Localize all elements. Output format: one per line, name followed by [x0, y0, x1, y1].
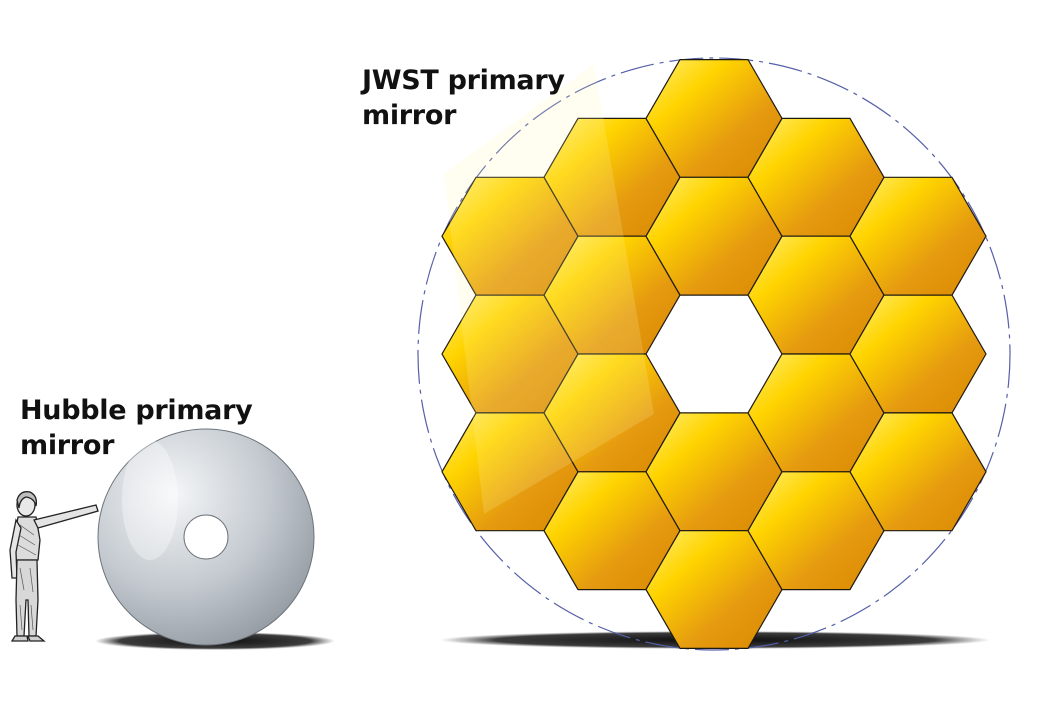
person-hair	[16, 491, 38, 509]
person-legs	[15, 559, 39, 637]
hubble-mirror-center-hole	[183, 514, 229, 560]
jwst-mirror-segment	[849, 412, 987, 532]
jwst-outline-circle	[417, 57, 1011, 651]
jwst-primary-mirror	[441, 58, 987, 650]
jwst-label-line-1: JWST primary	[362, 65, 565, 96]
person-feet	[10, 635, 46, 642]
hubble-label-line-1: Hubble primary	[20, 395, 253, 426]
hubble-label-line-2: mirror	[20, 430, 115, 461]
jwst-label-line-2: mirror	[362, 100, 457, 131]
jwst-mirror-label: JWST primary mirror	[362, 63, 565, 133]
hubble-mirror-label: Hubble primary mirror	[20, 393, 253, 463]
hubble-mirror-highlight	[122, 440, 178, 560]
person-hatching	[17, 524, 37, 631]
hubble-primary-mirror	[97, 428, 315, 646]
person-figure	[9, 491, 99, 642]
person-arm-extended	[33, 504, 99, 529]
